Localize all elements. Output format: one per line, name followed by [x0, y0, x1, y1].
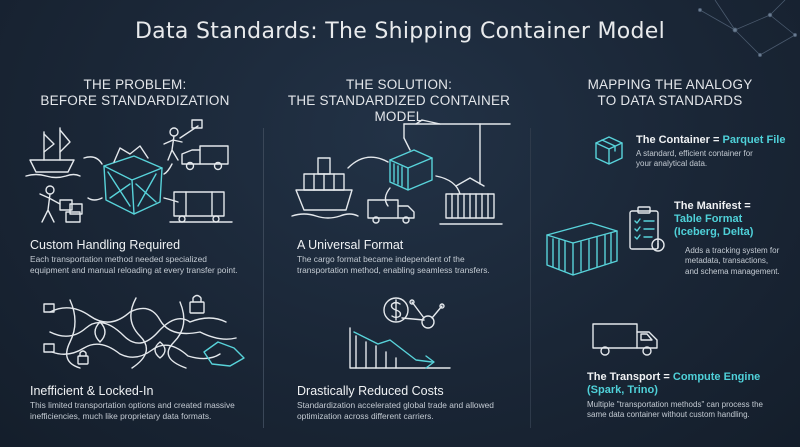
- custom-handling-title: Custom Handling Required: [30, 238, 181, 252]
- transport-mapping-value-line1: Compute Engine: [672, 371, 761, 383]
- container-icon: [439, 177, 503, 225]
- universal-format-desc-line2: transportation method, enabling seamless…: [297, 265, 490, 275]
- custom-handling-desc-line2: equipment and manual reloading at every …: [30, 265, 238, 275]
- container-mapping-desc-line2: your analytical data.: [636, 159, 708, 169]
- worker-icon: [39, 185, 83, 223]
- manifest-mapping-desc-line2: metadata, transactions,: [685, 256, 769, 266]
- universal-format-desc: The cargo format became independent of t…: [297, 254, 527, 276]
- container-icon: [389, 137, 433, 191]
- dollar-icon: [383, 297, 409, 323]
- truck-icon: [367, 199, 415, 224]
- forklift-truck-icon: [179, 119, 229, 171]
- custom-handling-desc-line1: Each transportation method needed specia…: [30, 254, 207, 264]
- inefficient-title: Inefficient & Locked-In: [30, 384, 154, 398]
- page-title: Data Standards: The Shipping Container M…: [134, 19, 666, 44]
- column-divider: [530, 128, 531, 428]
- reduced-costs-desc-line2: optimization across different carriers.: [297, 411, 434, 421]
- manifest-mapping-desc: Adds a tracking system for metadata, tra…: [685, 246, 800, 277]
- container-ship-icon: [291, 157, 359, 219]
- container-mapping-desc: A standard, efficient container for your…: [636, 149, 796, 170]
- mapping-heading: MAPPING THE ANALOGY TO DATA STANDARDS: [560, 77, 780, 109]
- manifest-clipboard-icon: [629, 206, 665, 252]
- transport-mapping-desc-line1: Multiple "transportation methods" can pr…: [587, 400, 763, 409]
- transport-mapping-desc-line2: same data container without custom handl…: [587, 410, 750, 420]
- transport-mapping-desc: Multiple "transportation methods" can pr…: [587, 400, 797, 421]
- lock-icon: [189, 294, 205, 314]
- tangled-paths-icon: [43, 294, 245, 369]
- universal-format-illustration: [291, 119, 511, 225]
- universal-format-title: A Universal Format: [297, 238, 404, 252]
- reduced-costs-title: Drastically Reduced Costs: [297, 384, 444, 398]
- manifest-mapping-title: The Manifest = Table Format (Iceberg, De…: [674, 200, 794, 239]
- problem-heading: THE PROBLEM: BEFORE STANDARDIZATION: [20, 77, 250, 109]
- reduced-costs-desc-line1: Standardization accelerated global trade…: [297, 400, 494, 410]
- solution-heading-line1: THE SOLUTION:: [345, 77, 453, 92]
- container-mapping-label: The Container =: [636, 134, 723, 146]
- manifest-mapping-label: The Manifest =: [674, 200, 751, 212]
- network-lines-icon: [697, 0, 798, 58]
- box-icon: [595, 136, 623, 165]
- inefficient-desc-line1: This limited transportation options and …: [30, 400, 235, 410]
- manifest-mapping-value-line1: Table Format: [674, 213, 743, 225]
- manifest-mapping-desc-line1: Adds a tracking system for: [685, 246, 780, 255]
- shipping-container-icon: [546, 222, 618, 276]
- solution-heading: THE SOLUTION: THE STANDARDIZED CONTAINER…: [268, 77, 530, 125]
- cost-chart-icon: [349, 297, 451, 369]
- transport-mapping-label: The Transport =: [587, 371, 673, 383]
- inefficient-desc-line2: inefficiencies, much like proprietary da…: [30, 411, 212, 421]
- container-mapping-desc-line1: A standard, efficient container for: [636, 149, 753, 158]
- manifest-mapping-desc-line3: and schema management.: [685, 266, 780, 276]
- custom-handling-desc: Each transportation method needed specia…: [30, 254, 265, 276]
- mapping-heading-line2: TO DATA STANDARDS: [597, 93, 743, 108]
- container-mapping-title: The Container = Parquet File: [636, 134, 796, 147]
- container-mapping-value: Parquet File: [722, 134, 786, 146]
- transport-mapping-title: The Transport = Compute Engine (Spark, T…: [587, 371, 797, 397]
- worker-icon: [163, 127, 183, 161]
- column-divider: [263, 128, 264, 428]
- transport-mapping-value-line2: (Spark, Trino): [587, 384, 658, 396]
- crane-icon: [403, 119, 511, 185]
- delivery-truck-icon: [592, 323, 658, 356]
- problem-heading-line2: BEFORE STANDARDIZATION: [40, 93, 230, 108]
- problem-heading-line1: THE PROBLEM:: [83, 77, 187, 92]
- inefficient-desc: This limited transportation options and …: [30, 400, 265, 422]
- reduced-costs-desc: Standardization accelerated global trade…: [297, 400, 527, 422]
- custom-handling-illustration: [25, 119, 233, 223]
- ship-icon: [25, 127, 81, 179]
- solution-heading-line2: THE STANDARDIZED CONTAINER MODEL: [287, 93, 511, 124]
- manifest-mapping-value-line2: (Iceberg, Delta): [674, 226, 754, 238]
- universal-format-desc-line1: The cargo format became independent of t…: [297, 254, 465, 264]
- mapping-heading-line1: MAPPING THE ANALOGY: [587, 77, 753, 92]
- crate-icon: [103, 145, 163, 215]
- lock-icon: [77, 350, 89, 365]
- rail-car-icon: [169, 191, 233, 223]
